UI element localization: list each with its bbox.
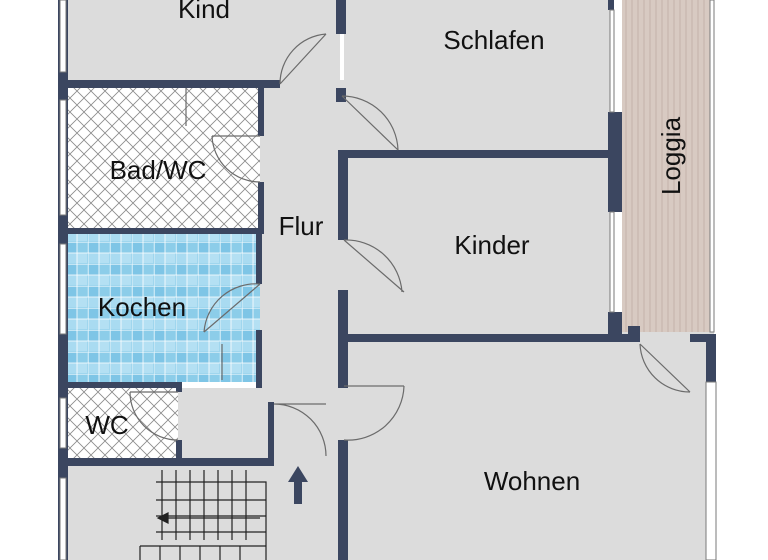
wall-flur-right-4 [338, 440, 348, 560]
window-left-4 [59, 397, 67, 449]
wall-stair-right [268, 402, 274, 466]
label-loggia: Loggia [656, 116, 686, 195]
wall-badwc-right-lower [258, 182, 264, 230]
wall-schlafen-kinder [338, 150, 618, 158]
hall-extension-floor [178, 388, 344, 460]
room-schlafen-floor [344, 0, 610, 152]
window-schlafen [609, 9, 615, 113]
wall-loggia-left-top [608, 0, 614, 10]
door-loggia [639, 343, 691, 393]
staircase-icon [139, 470, 267, 560]
wall-flur-right-2 [338, 150, 348, 240]
wall-loggia-left-mid [608, 112, 622, 212]
wall-wc-bottom [58, 458, 274, 466]
label-flur: Flur [279, 211, 324, 241]
room-kinder-floor [344, 156, 610, 338]
window-kinder [609, 211, 615, 313]
door-entrance [273, 403, 327, 457]
wall-flur-right-1 [336, 88, 346, 102]
room-wc-floor [68, 388, 178, 458]
door-kind [279, 33, 327, 85]
window-wohnen [705, 381, 717, 560]
wall-kochen-right [256, 234, 262, 284]
floor-areas [68, 0, 714, 560]
door-kochen [203, 283, 261, 333]
room-kind-floor [68, 0, 340, 80]
wall-kinder-wohnen [338, 334, 638, 342]
label-wohnen: Wohnen [484, 466, 580, 496]
room-wohnen-floor [344, 342, 710, 560]
label-wc: WC [85, 410, 128, 440]
door-kinder [343, 239, 405, 293]
wall-loggia-left-low [608, 312, 622, 342]
wall-loggia-bottom-right [690, 334, 714, 342]
arrow-up-icon [288, 466, 308, 504]
window-left-2 [59, 99, 67, 216]
door-wohnen [343, 385, 405, 441]
windows [59, 0, 717, 560]
room-labels: Kind Schlafen Loggia Bad/WC Flur Kinder … [85, 0, 686, 496]
room-loggia-floor [622, 0, 710, 332]
window-left-5 [59, 477, 67, 560]
label-schlafen: Schlafen [443, 25, 544, 55]
door-schlafen [341, 95, 399, 151]
wall-outer-right-stub [706, 334, 716, 382]
doors [129, 33, 691, 457]
label-kochen: Kochen [98, 292, 186, 322]
wall-loggia-corner [628, 326, 640, 342]
room-badwc-floor [68, 88, 260, 228]
door-wc [129, 391, 179, 441]
wall-kochen-right-lower [256, 330, 262, 388]
wall-wc-right-lower [176, 440, 182, 464]
wall-kind-bottom [58, 80, 280, 88]
room-kochen-floor [68, 234, 260, 382]
wall-flur-right-top [336, 0, 346, 34]
wall-badwc-right [258, 86, 264, 136]
label-badwc: Bad/WC [110, 155, 207, 185]
wall-kochen-bottom [58, 382, 182, 388]
window-left-3 [59, 243, 67, 335]
label-kinder: Kinder [454, 230, 529, 260]
door-badwc [211, 135, 261, 183]
wall-badwc-kochen [68, 228, 264, 234]
wall-wc-right [176, 382, 182, 392]
window-loggia-right [709, 0, 715, 333]
window-left-1 [59, 0, 67, 73]
label-kind: Kind [178, 0, 230, 24]
